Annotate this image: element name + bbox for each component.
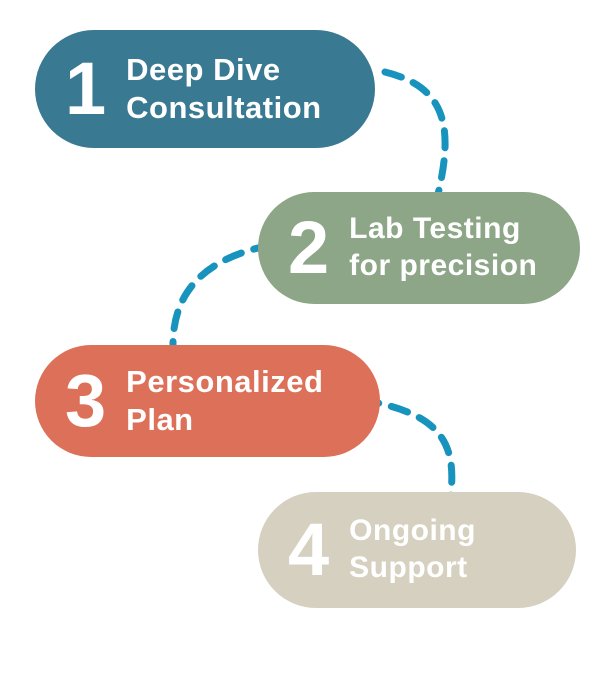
step-4-label: Ongoing Support [349, 513, 476, 586]
step-2-number: 2 [288, 206, 330, 289]
step-3-label: Personalized Plan [126, 363, 323, 439]
connector-step3-step4 [358, 396, 456, 516]
step-1-pill: 1 Deep Dive Consultation [35, 30, 375, 148]
step-2-label-line2: for precision [349, 249, 538, 282]
step-2-label-line1: Lab Testing [349, 212, 521, 246]
step-4-label-line2: Support [349, 551, 468, 584]
step-3-number: 3 [65, 359, 107, 442]
step-2-label: Lab Testing for precision [349, 211, 537, 284]
step-3-pill: 3 Personalized Plan [35, 345, 380, 457]
step-1-number: 1 [65, 47, 107, 130]
step-1-label-line2: Consultation [126, 90, 322, 125]
step-2-pill: 2 Lab Testing for precision [258, 192, 580, 304]
step-4-number: 4 [288, 508, 330, 591]
connector-step1-step2 [381, 68, 449, 214]
step-1-label: Deep Dive Consultation [126, 51, 321, 127]
step-3-label-line1: Personalized [126, 364, 324, 400]
step-4-label-line1: Ongoing [349, 514, 476, 548]
step-4-pill: 4 Ongoing Support [258, 492, 576, 608]
step-3-label-line2: Plan [126, 402, 194, 437]
step-1-label-line1: Deep Dive [126, 52, 281, 88]
